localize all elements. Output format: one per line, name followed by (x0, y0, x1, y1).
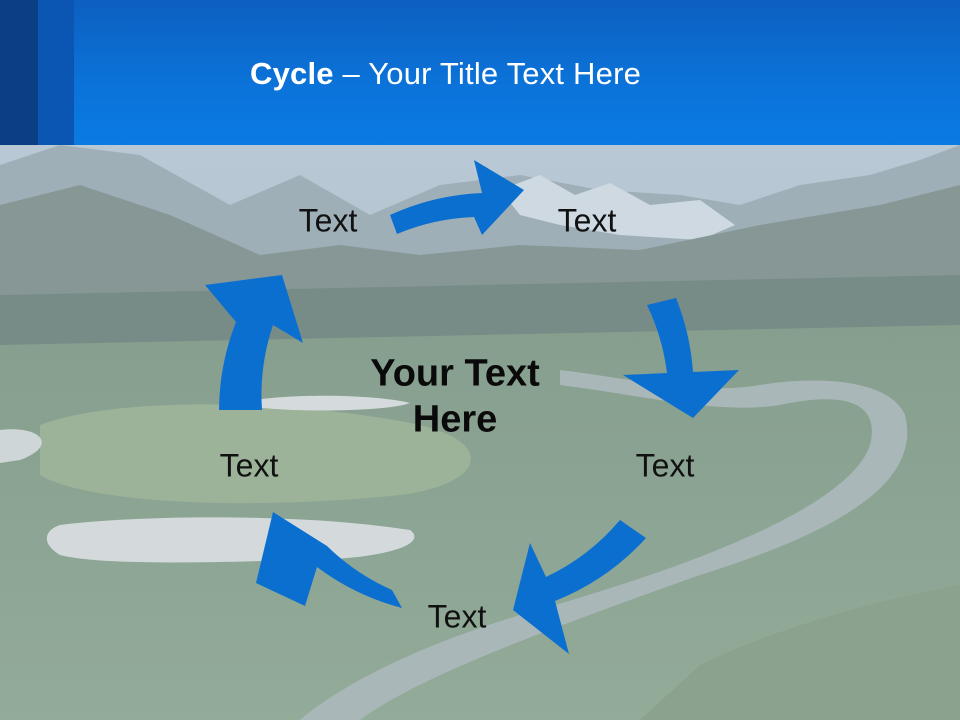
cycle-node-label: Text (427, 598, 487, 635)
cycle-arrow-2-icon (623, 298, 739, 418)
cycle-arrow-1-icon (390, 160, 524, 235)
cycle-arrow-4-icon (256, 512, 402, 608)
cycle-node-label: Text (298, 202, 358, 239)
header-bar: Cycle – Your Title Text Here (0, 0, 960, 145)
header-stripe-mid (38, 0, 74, 145)
cycle-node-label: Text (635, 447, 695, 484)
slide-title: Cycle – Your Title Text Here (250, 56, 641, 92)
cycle-node-label: Text (557, 202, 617, 239)
header-stripe-dark (0, 0, 38, 145)
cycle-node-label: Text (219, 447, 279, 484)
slide-title-bold: Cycle (250, 56, 334, 91)
center-text: Your Text Here (370, 352, 540, 440)
cycle-arrow-3-icon (513, 520, 646, 654)
slide-title-rest: – Your Title Text Here (333, 56, 642, 91)
background-photo (0, 145, 960, 720)
cycle-arrow-5-icon (205, 275, 303, 410)
